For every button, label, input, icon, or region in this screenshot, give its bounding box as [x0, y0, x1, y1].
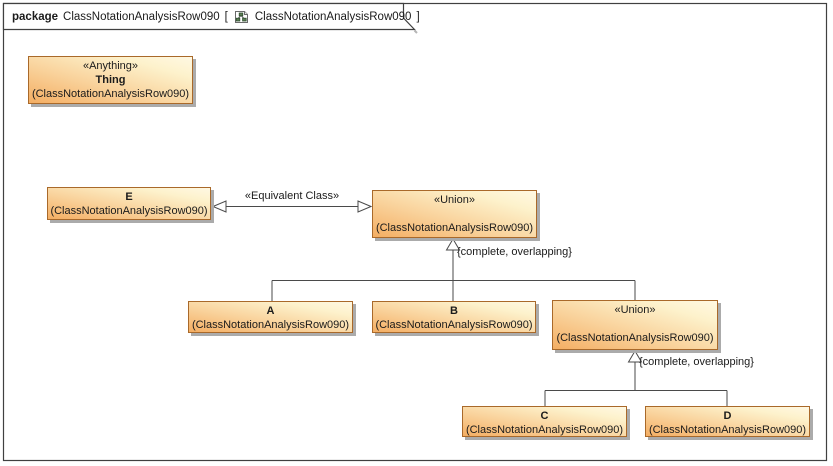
class-node-b[interactable]: B (ClassNotationAnalysisRow090)	[372, 301, 536, 333]
open-arrowhead-right-icon	[357, 200, 373, 213]
package-keyword: package	[12, 11, 59, 23]
equivalent-class-label[interactable]: «Equivalent Class»	[244, 190, 340, 202]
frame-border	[2, 2, 828, 462]
diagram-name: ClassNotationAnalysisRow090	[63, 11, 220, 23]
class-name-label: C	[540, 410, 549, 422]
stereotype-label: «Union»	[434, 194, 475, 206]
package-name-label: (ClassNotationAnalysisRow090)	[31, 88, 190, 100]
class-name-empty	[553, 317, 717, 331]
bracket-open: [	[224, 11, 228, 23]
package-name-label: (ClassNotationAnalysisRow090)	[375, 222, 534, 234]
tab-shadow	[413, 29, 418, 34]
class-node-c[interactable]: C (ClassNotationAnalysisRow090)	[462, 406, 627, 437]
equivalent-class-edge[interactable]	[211, 200, 373, 213]
class-name-empty	[373, 207, 536, 221]
class-name-label: D	[723, 410, 732, 422]
stereotype-label: «Anything»	[82, 60, 139, 72]
tab-diagram-name: ClassNotationAnalysisRow090	[254, 11, 412, 23]
package-name-label: (ClassNotationAnalysisRow090)	[191, 319, 350, 331]
class-node-d[interactable]: D (ClassNotationAnalysisRow090)	[645, 406, 810, 437]
package-name-label: (ClassNotationAnalysisRow090)	[556, 332, 714, 344]
bracket-close: ]	[416, 11, 420, 23]
class-name-label: E	[125, 191, 133, 203]
package-name-label: (ClassNotationAnalysisRow090)	[465, 424, 624, 436]
generalization-tree-2[interactable]	[544, 350, 728, 406]
constraint-label-1[interactable]: {complete, overlapping}	[457, 246, 572, 258]
package-name-label: (ClassNotationAnalysisRow090)	[50, 205, 208, 217]
class-node-union1[interactable]: «Union» (ClassNotationAnalysisRow090)	[372, 190, 537, 238]
constraint-label-2[interactable]: {complete, overlapping}	[639, 356, 754, 368]
generalization-tree-1[interactable]	[271, 238, 636, 301]
package-name-label: (ClassNotationAnalysisRow090)	[375, 319, 533, 331]
class-node-a[interactable]: A (ClassNotationAnalysisRow090)	[188, 301, 353, 333]
frame-tab[interactable]	[2, 2, 416, 31]
class-node-e[interactable]: E (ClassNotationAnalysisRow090)	[47, 187, 211, 220]
class-name-label: A	[266, 305, 275, 317]
class-node-union2[interactable]: «Union» (ClassNotationAnalysisRow090)	[552, 300, 718, 350]
class-name-label: B	[450, 305, 458, 317]
class-diagram-icon	[234, 10, 249, 24]
stereotype-label: «Union»	[614, 304, 656, 316]
package-name-label: (ClassNotationAnalysisRow090)	[648, 424, 807, 436]
open-arrowhead-left-icon	[211, 200, 227, 213]
class-node-thing[interactable]: «Anything» Thing (ClassNotationAnalysisR…	[28, 56, 193, 104]
frame-tab-header: package ClassNotationAnalysisRow090 [ Cl…	[12, 9, 420, 25]
class-name-label: Thing	[95, 74, 126, 86]
